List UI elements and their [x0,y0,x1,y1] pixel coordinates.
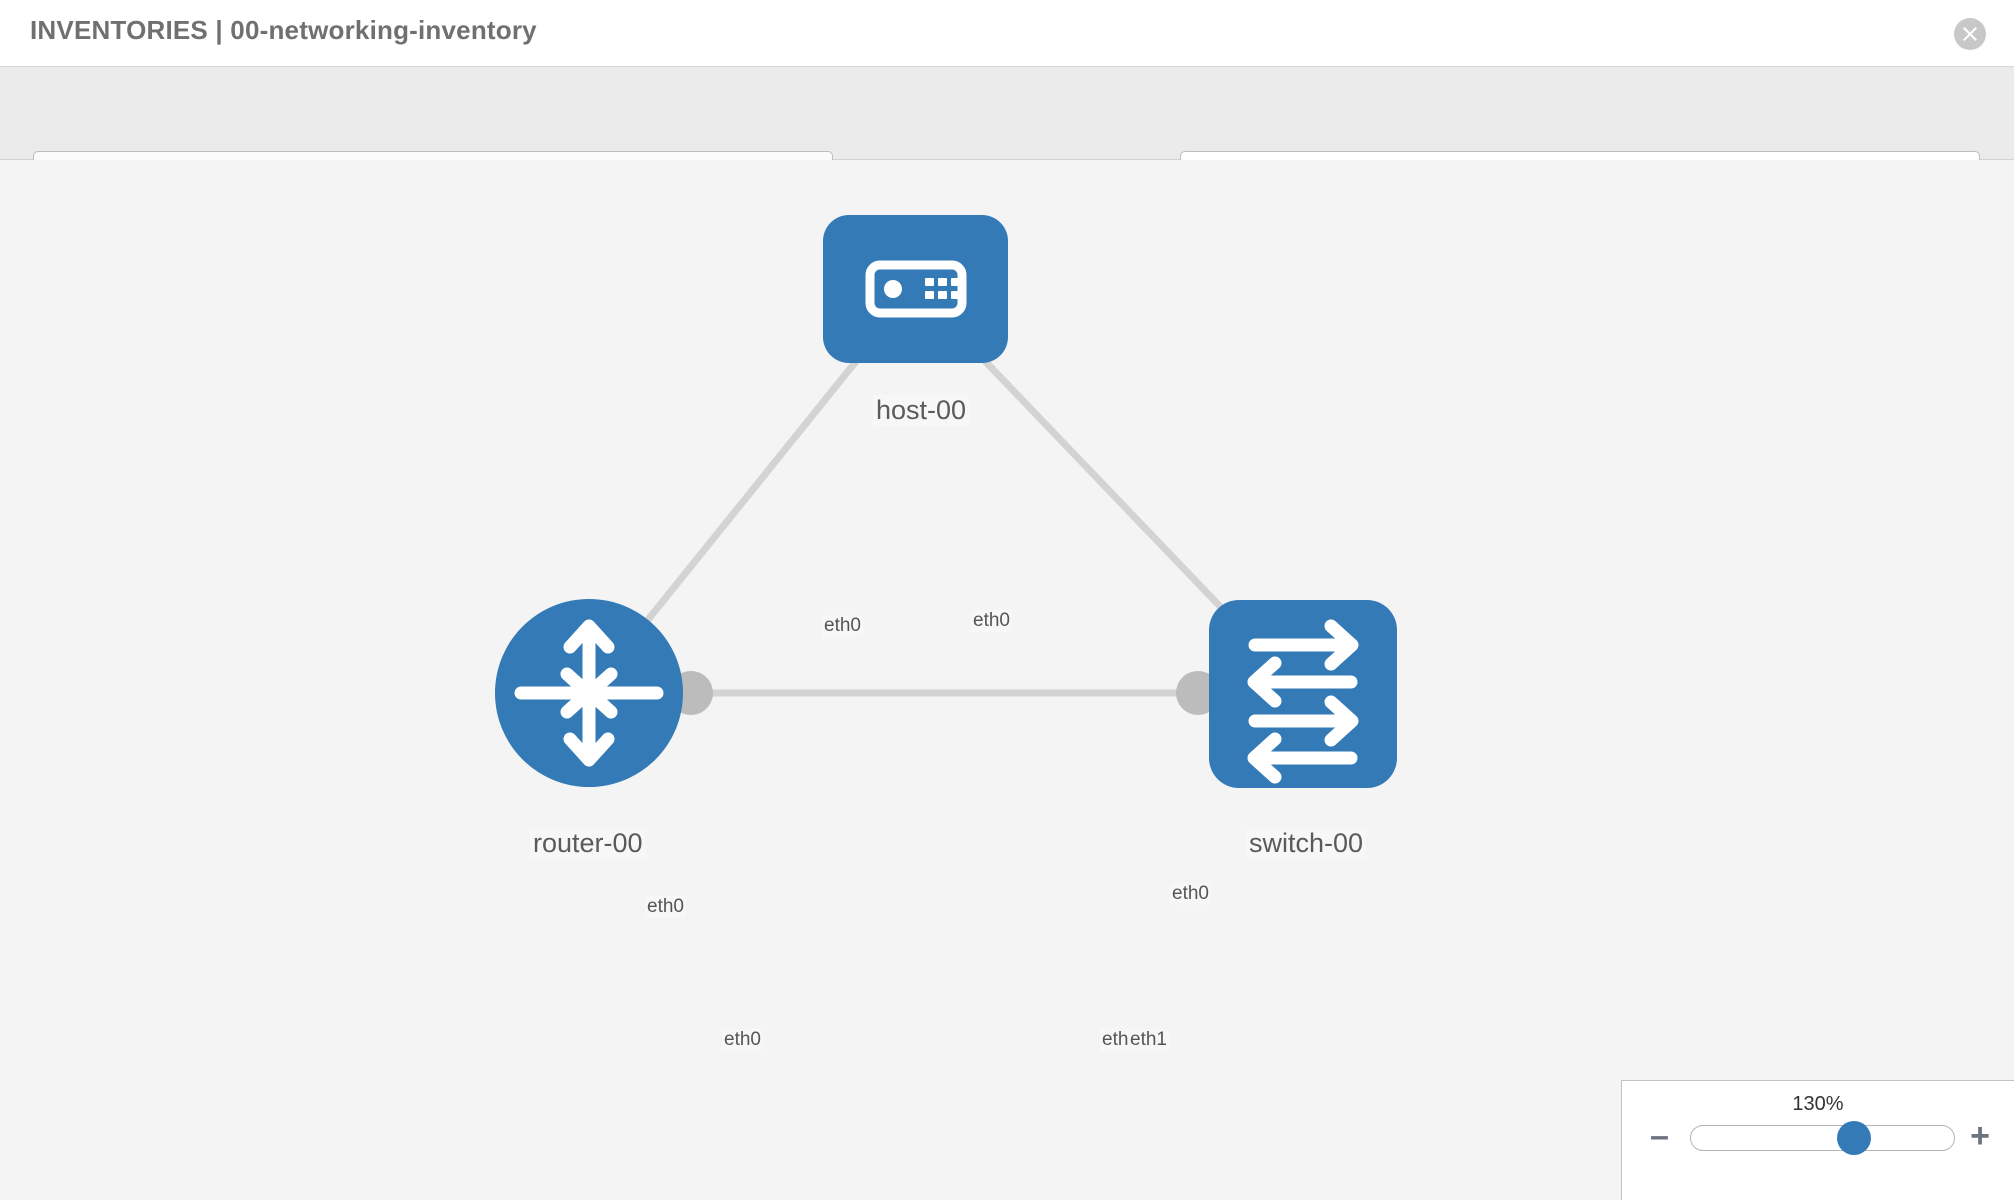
node-label-host: host-00 [873,395,970,426]
topology-node-switch-00 [1209,600,1397,788]
server-appliance-icon [865,260,967,318]
node-label-router: router-00 [530,828,646,859]
toolbar: ACTIONS SEARCH [0,67,2014,204]
topology-connectors [669,310,1260,715]
router-arrows-icon [514,619,664,767]
iface-label: eth [1100,1029,1131,1051]
page-title: INVENTORIES | 00-networking-inventory [30,15,537,45]
iface-label: eth1 [1128,1029,1169,1051]
topology-node-router-00 [495,599,683,787]
close-icon[interactable] [1954,18,1986,50]
zoom-slider[interactable] [1690,1121,1955,1155]
iface-label: eth0 [822,615,863,637]
zoom-in-button[interactable]: + [1970,1117,1990,1155]
page-header: INVENTORIES | 00-networking-inventory [0,0,2014,67]
iface-label: eth0 [645,896,686,918]
iface-label: eth0 [1170,883,1211,905]
switch-arrows-icon [1247,619,1359,784]
node-label-switch: switch-00 [1246,828,1367,859]
topology-graph [495,215,1397,788]
iface-label: eth0 [971,610,1012,632]
topology-node-host-00 [823,215,1008,363]
zoom-out-button[interactable]: – [1650,1117,1669,1155]
iface-label: eth0 [722,1029,763,1051]
zoom-slider-thumb[interactable] [1836,1121,1871,1155]
zoom-control-panel: 130% – + [1621,1080,2014,1200]
topology-canvas[interactable]: host-00 router-00 switch-00 eth0 eth0 et… [0,160,2014,1200]
zoom-percent-label: 130% [1792,1093,1844,1115]
